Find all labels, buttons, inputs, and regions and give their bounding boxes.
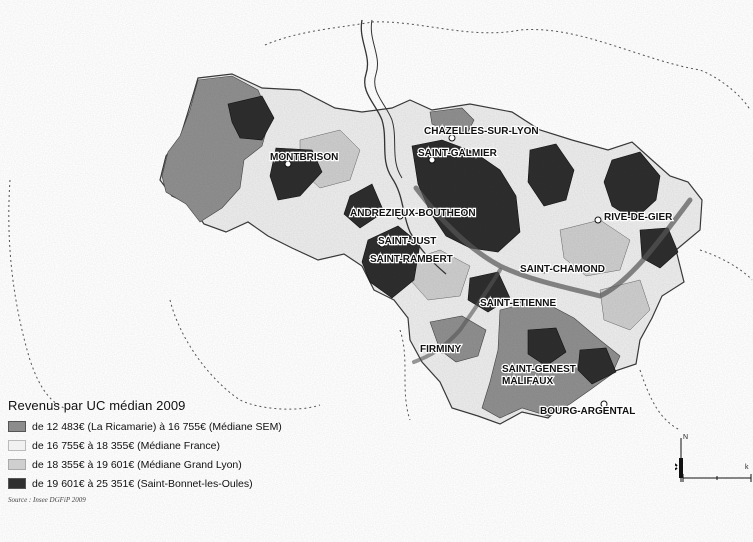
town-marker	[380, 254, 388, 262]
legend-label: de 19 601€ à 25 351€ (Saint-Bonnet-les-O…	[32, 477, 253, 490]
town-marker	[594, 216, 602, 224]
town-marker	[448, 134, 456, 142]
town-label-saint-etienne: SAINT-ETIENNE	[480, 298, 556, 309]
town-label-saint-genest: SAINT-GENEST	[502, 364, 576, 375]
river-loire	[360, 19, 447, 275]
town-label-firminy: FIRMINY	[420, 344, 461, 355]
scale-bar-icon	[682, 474, 752, 482]
town-marker	[396, 212, 404, 220]
legend-swatch	[8, 421, 26, 432]
urban-corridor	[413, 185, 693, 299]
north-letter: N	[683, 434, 689, 441]
legend-swatch	[8, 459, 26, 470]
river-loire-bank	[370, 19, 403, 179]
town-label-chazelles: CHAZELLES-SUR-LYON	[424, 126, 539, 137]
town-marker	[438, 346, 446, 354]
town-label-andrezieux: ANDREZIEUX-BOUTHEON	[350, 208, 476, 219]
map-widgets: N k	[670, 430, 753, 490]
scale-letter: k	[745, 464, 749, 471]
legend-label: de 18 355€ à 19 601€ (Médiane Grand Lyon…	[32, 458, 242, 471]
urban-corridor-south	[412, 268, 502, 364]
town-label-rive-de-gier: RIVE-DE-GIER	[604, 212, 673, 223]
town-label-saint-just: SAINT-JUST	[378, 236, 436, 247]
town-marker	[600, 400, 608, 408]
town-labels: CHAZELLES-SUR-LYON MONTBRISON SAINT-GALM…	[269, 125, 675, 418]
legend-swatch	[8, 478, 26, 489]
legend-item: de 12 483€ (La Ricamarie) à 16 755€ (Méd…	[8, 417, 428, 436]
legend-item: de 19 601€ à 25 351€ (Saint-Bonnet-les-O…	[8, 474, 428, 493]
town-label-saint-chamond: SAINT-CHAMOND	[520, 264, 605, 275]
town-label-bourg-argental: BOURG-ARGENTAL	[540, 406, 635, 417]
map-legend: Revenus par UC médian 2009 de 12 483€ (L…	[8, 398, 428, 504]
town-label-saint-rambert: SAINT-RAMBERT	[370, 254, 453, 265]
legend-item: de 18 355€ à 19 601€ (Médiane Grand Lyon…	[8, 455, 428, 474]
town-marker	[284, 160, 292, 168]
town-label-saint-galmier: SAINT-GALMIER	[418, 148, 498, 159]
town-label-malifaux: MALIFAUX	[502, 376, 553, 387]
legend-label: de 12 483€ (La Ricamarie) à 16 755€ (Méd…	[32, 420, 282, 433]
town-marker	[524, 364, 532, 372]
town-marker	[540, 266, 548, 274]
town-label-montbrison: MONTBRISON	[270, 152, 338, 163]
legend-label: de 16 755€ à 18 355€ (Médiane France)	[32, 439, 220, 452]
compass-icon	[670, 438, 683, 482]
legend-title: Revenus par UC médian 2009	[8, 398, 186, 413]
legend-swatch	[8, 440, 26, 451]
source-note: Source : Insee DGFiP 2009	[8, 496, 86, 504]
legend-item: de 16 755€ à 18 355€ (Médiane France)	[8, 436, 428, 455]
town-marker	[378, 240, 386, 248]
town-marker	[514, 300, 522, 308]
town-marker	[428, 156, 436, 164]
